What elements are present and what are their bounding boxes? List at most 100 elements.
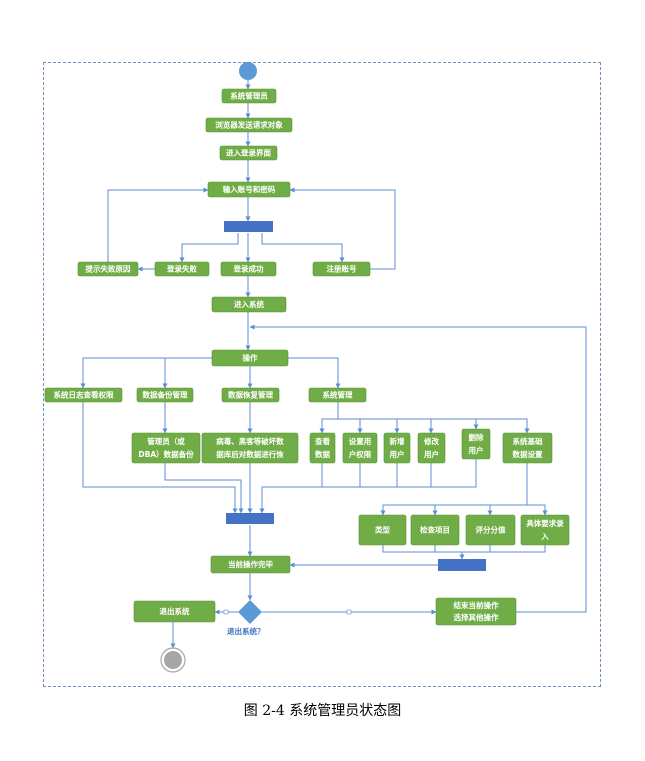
svg-text:用户: 用户 <box>469 445 484 455</box>
node-backup-mgmt: 数据备份管理 <box>136 387 194 403</box>
guard-marker-right <box>346 609 352 615</box>
edge-register-input <box>289 187 396 270</box>
node-check-item: 检查项目 <box>410 514 460 546</box>
edge-req-bar3 <box>462 545 546 553</box>
svg-text:用户: 用户 <box>390 449 405 459</box>
svg-text:用户: 用户 <box>424 449 439 459</box>
node-exit-system: 退出系统 <box>133 600 216 623</box>
exit-decision-diamond <box>238 600 262 624</box>
node-login-ok: 登录成功 <box>220 261 277 277</box>
svg-text:新增: 新增 <box>390 436 405 446</box>
svg-text:类型: 类型 <box>375 525 390 535</box>
node-view-data: 查看 数据 <box>309 432 336 464</box>
node-category: 类型 <box>358 514 407 546</box>
edge-sysmgmt-viewdata <box>319 402 339 434</box>
svg-text:系统管理员: 系统管理员 <box>230 91 268 101</box>
svg-text:进入系统: 进入系统 <box>234 299 264 309</box>
svg-text:设置用: 设置用 <box>349 436 372 446</box>
edge-operate-sysmgmt <box>288 357 341 389</box>
svg-text:入: 入 <box>540 532 549 541</box>
svg-text:病毒、黑客等破坏数: 病毒、黑客等破坏数 <box>216 436 284 446</box>
state-diagram: 退出系统？ 系统管理员 浏览器发送请求对象 进入登录界面 输入账号和密码 提示失… <box>44 62 587 673</box>
svg-text:DBA）数据备份: DBA）数据备份 <box>138 449 194 459</box>
svg-text:查看: 查看 <box>315 436 330 446</box>
svg-text:输入账号和密码: 输入账号和密码 <box>223 184 276 194</box>
svg-text:具体要求录: 具体要求录 <box>526 518 564 528</box>
decision-label: 退出系统？ <box>227 626 265 636</box>
svg-text:检查项目: 检查项目 <box>420 525 450 535</box>
node-browse: 浏览器发送请求对象 <box>205 117 293 133</box>
node-register: 注册账号 <box>312 261 371 277</box>
svg-text:数据: 数据 <box>315 449 330 459</box>
svg-text:数据备份管理: 数据备份管理 <box>143 390 188 400</box>
svg-text:系统管理: 系统管理 <box>323 390 353 400</box>
svg-text:管理员（或: 管理员（或 <box>147 436 185 446</box>
node-log-query: 系统日志查看权限 <box>44 387 123 403</box>
node-end-choose: 结束当前操作 选择其他操作 <box>435 597 517 626</box>
edge-showfail-input <box>107 187 209 262</box>
diagram-frame <box>43 62 601 687</box>
node-edit-user: 修改 用户 <box>417 432 446 464</box>
edge-sysmgmt-deleteuser <box>431 418 479 430</box>
svg-text:操作: 操作 <box>243 353 258 363</box>
edge-logquery-bar2 <box>82 402 238 514</box>
edge-endchoose-loop <box>249 324 587 613</box>
fork-bar-login <box>224 221 273 232</box>
node-restore-mgmt: 数据恢复管理 <box>221 387 280 403</box>
edge-basic-category <box>380 463 528 516</box>
svg-text:提示失败原因: 提示失败原因 <box>86 264 131 274</box>
node-requirement: 具体要求录 入 <box>520 514 570 546</box>
edge-backupdetail-bar2 <box>164 463 244 514</box>
edge-sysmgmt-edituser <box>397 418 434 434</box>
node-add-user: 新增 用户 <box>383 432 411 464</box>
join-bar-settings <box>438 559 486 571</box>
edge-bar-loginfail <box>179 233 239 263</box>
edge-viewdata-bar2 <box>259 463 323 514</box>
svg-text:退出系统: 退出系统 <box>160 606 190 616</box>
edges <box>80 80 587 649</box>
edge-operate-backupmgmt <box>162 357 214 389</box>
svg-text:当前操作完毕: 当前操作完毕 <box>228 559 273 569</box>
final-state <box>160 647 186 673</box>
node-login-ui: 进入登录界面 <box>219 145 278 161</box>
node-input: 输入账号和密码 <box>207 181 291 198</box>
node-delete-user: 删除 用户 <box>461 428 491 460</box>
svg-text:修改: 修改 <box>423 436 439 446</box>
svg-text:评分分值: 评分分值 <box>476 525 506 535</box>
edge-basic-req <box>527 504 548 516</box>
join-bar-operations <box>226 513 274 524</box>
svg-text:系统基础: 系统基础 <box>513 436 543 446</box>
svg-text:据库后对数据进行恢: 据库后对数据进行恢 <box>216 449 284 459</box>
svg-text:进入登录界面: 进入登录界面 <box>226 148 271 158</box>
node-restore-detail: 病毒、黑客等破坏数 据库后对数据进行恢 <box>201 432 299 464</box>
initial-state <box>239 62 257 80</box>
edge-sysmgmt-adduser <box>360 418 400 434</box>
node-enter-system: 进入系统 <box>211 296 287 313</box>
svg-text:登录失败: 登录失败 <box>166 264 197 274</box>
edge-sysmgmt-basic <box>476 418 530 434</box>
node-score: 评分分值 <box>465 514 516 546</box>
svg-text:登录成功: 登录成功 <box>233 264 264 274</box>
svg-text:注册账号: 注册账号 <box>327 264 357 274</box>
node-operation-done: 当前操作完毕 <box>210 555 291 574</box>
edge-operate-logquery <box>80 357 214 389</box>
edge-bar-register <box>261 233 345 263</box>
svg-text:选择其他操作: 选择其他操作 <box>454 612 499 622</box>
svg-text:户权限: 户权限 <box>349 449 372 459</box>
figure-caption: 图 2-4 系统管理员状态图 <box>243 703 402 719</box>
node-set-permission: 设置用 户权限 <box>342 432 378 464</box>
edge-sysmgmt-setperm <box>338 418 363 434</box>
node-admin: 系统管理员 <box>221 88 277 104</box>
guard-marker-left <box>223 609 229 615</box>
node-show-fail: 提示失败原因 <box>77 261 139 277</box>
node-login-fail: 登录失败 <box>154 261 210 277</box>
svg-text:系统日志查看权限: 系统日志查看权限 <box>54 390 114 400</box>
node-basic-settings: 系统基础 数据设置 <box>502 432 553 464</box>
svg-text:浏览器发送请求对象: 浏览器发送请求对象 <box>215 120 283 130</box>
svg-text:删除: 删除 <box>469 432 484 442</box>
node-backup-detail: 管理员（或 DBA）数据备份 <box>131 432 201 464</box>
node-sys-mgmt: 系统管理 <box>308 387 367 403</box>
edge-deleteuser-bar2 <box>322 459 477 488</box>
svg-text:数据恢复管理: 数据恢复管理 <box>228 390 273 400</box>
svg-text:结束当前操作: 结束当前操作 <box>454 600 499 610</box>
